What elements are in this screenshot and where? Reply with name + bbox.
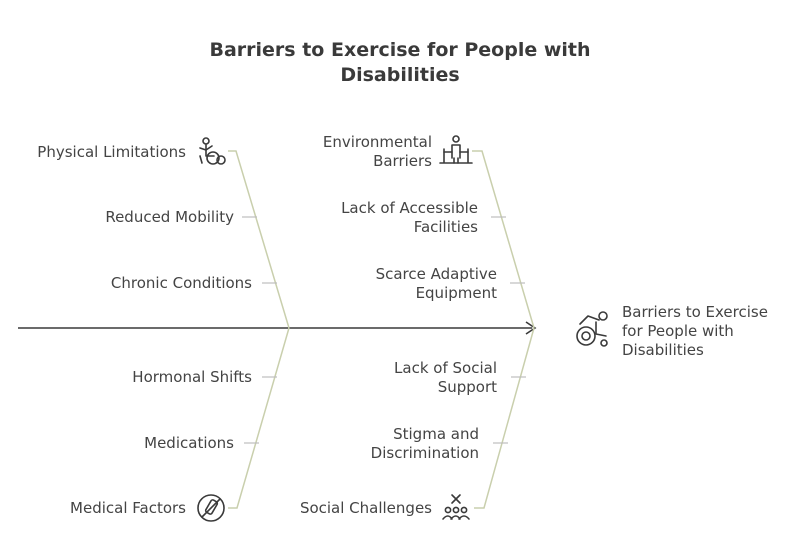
building-access-icon <box>439 135 473 164</box>
category-environmental-barriers: Environmental Barriers <box>322 133 432 170</box>
cause-reduced-mobility: Reduced Mobility <box>105 208 234 226</box>
bone-physical-limitations <box>228 150 290 329</box>
spine-arrowhead <box>525 321 537 335</box>
group-exclusion-icon <box>442 494 470 520</box>
cause-scarce-adaptive-equipment: Scarce Adaptive Equipment <box>375 265 497 302</box>
cause-hormonal-shifts: Hormonal Shifts <box>132 368 252 386</box>
wheelchair-athlete-icon <box>576 311 608 347</box>
bone-environmental-barriers <box>472 150 535 329</box>
cause-stigma-and-discrimination: Stigma and Discrimination <box>370 425 479 462</box>
category-physical-limitations: Physical Limitations <box>37 143 186 161</box>
category-medical-factors: Medical Factors <box>70 499 186 517</box>
bone-social-challenges <box>474 327 535 509</box>
category-social-challenges: Social Challenges <box>299 499 432 517</box>
cause-chronic-conditions: Chronic Conditions <box>110 274 252 292</box>
cause-lack-of-accessible-facilities: Lack of Accessible Facilities <box>341 199 478 236</box>
no-medicine-icon <box>197 494 225 522</box>
person-wheelchair-icon <box>199 137 226 165</box>
diagram-title: Barriers to Exercise for People with Dis… <box>209 39 591 86</box>
cause-lack-of-social-support: Lack of Social Support <box>394 359 497 396</box>
cause-medications: Medications <box>144 434 234 452</box>
effect-label: Barriers to Exercise for People with Dis… <box>622 303 768 359</box>
bone-medical-factors <box>228 327 290 509</box>
